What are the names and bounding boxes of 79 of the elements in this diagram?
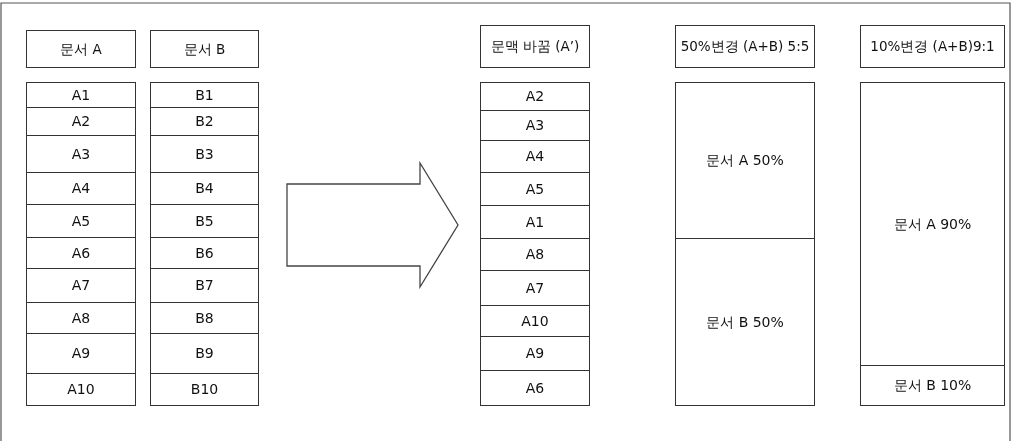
cell-text: 문서 B 10% [893,376,972,395]
cell-box [480,140,590,173]
cell-box [26,135,136,173]
cell-text: B10 [190,380,219,399]
cell-text: A6 [525,378,545,398]
cell-text: 문서 A 50% [706,151,784,170]
cell-box [26,302,136,334]
cell-text: A8 [71,308,91,328]
cell-text: 문서 B [183,39,226,59]
cell-box [26,172,136,205]
cell-text: B4 [195,179,214,198]
cell-text: A4 [525,147,545,166]
cell-box [26,82,136,108]
cell-text: A4 [71,179,91,198]
cell-box [480,238,590,271]
cell-text: 문서 A 90% [893,214,972,234]
cell-text: A9 [525,344,545,363]
cell-box [150,302,259,334]
cell-box [480,370,590,406]
cell-text: A5 [525,179,545,199]
cell-box [675,238,815,406]
block-arrow [286,160,459,290]
cell-box [150,204,259,238]
cell-box [480,336,590,371]
cell-box [150,268,259,303]
cell-text: A9 [71,344,91,363]
cell-box [675,82,815,239]
cell-text: B7 [195,276,214,295]
cell-text: B3 [195,144,214,164]
cell-box [480,305,590,337]
cell-box [480,110,590,141]
cell-box [26,107,136,136]
cell-text: A3 [71,144,91,164]
cell-text: A8 [525,245,545,264]
cell-box [150,82,259,108]
cell-box [26,373,136,406]
column-header-box [480,25,590,68]
column-header-box [150,30,259,68]
cell-text: B1 [195,85,214,105]
cell-box [150,135,259,173]
cell-text: A1 [71,85,91,105]
cell-text: A3 [525,116,545,135]
cell-text: B9 [195,344,214,363]
cell-text: A6 [71,243,91,263]
column-header-box [675,25,815,68]
cell-text: 10%변경 (A+B)9:1 [870,37,995,56]
cell-text: 50%변경 (A+B) 5:5 [680,37,810,56]
cell-text: 문서 B 50% [706,312,784,332]
cell-box [26,333,136,374]
cell-text: A2 [525,87,545,106]
column-header-box [26,30,136,68]
cell-box [860,82,1005,366]
cell-box [150,373,259,406]
cell-box [150,333,259,374]
cell-text: A1 [525,212,545,232]
cell-text: A7 [71,276,91,295]
cell-text: B6 [195,243,214,263]
cell-box [26,268,136,303]
cell-text: A5 [71,211,91,231]
cell-box [480,270,590,306]
cell-box [150,237,259,269]
cell-box [26,204,136,238]
cell-box [480,172,590,206]
cell-text: B5 [195,211,214,231]
cell-box [480,82,590,111]
cell-text: 문맥 바꿈 (A’) [490,37,580,56]
column-header-box [860,25,1005,68]
cell-text: A10 [521,311,549,331]
cell-box [150,107,259,136]
cell-text: A7 [525,278,545,298]
cell-box [860,365,1005,406]
cell-text: A10 [67,380,95,399]
cell-text: B2 [195,112,214,131]
cell-box [480,205,590,239]
cell-box [150,172,259,205]
cell-text: 문서 A [60,39,102,59]
cell-text: B8 [195,308,214,328]
cell-text: A2 [71,112,91,131]
cell-box [26,237,136,269]
